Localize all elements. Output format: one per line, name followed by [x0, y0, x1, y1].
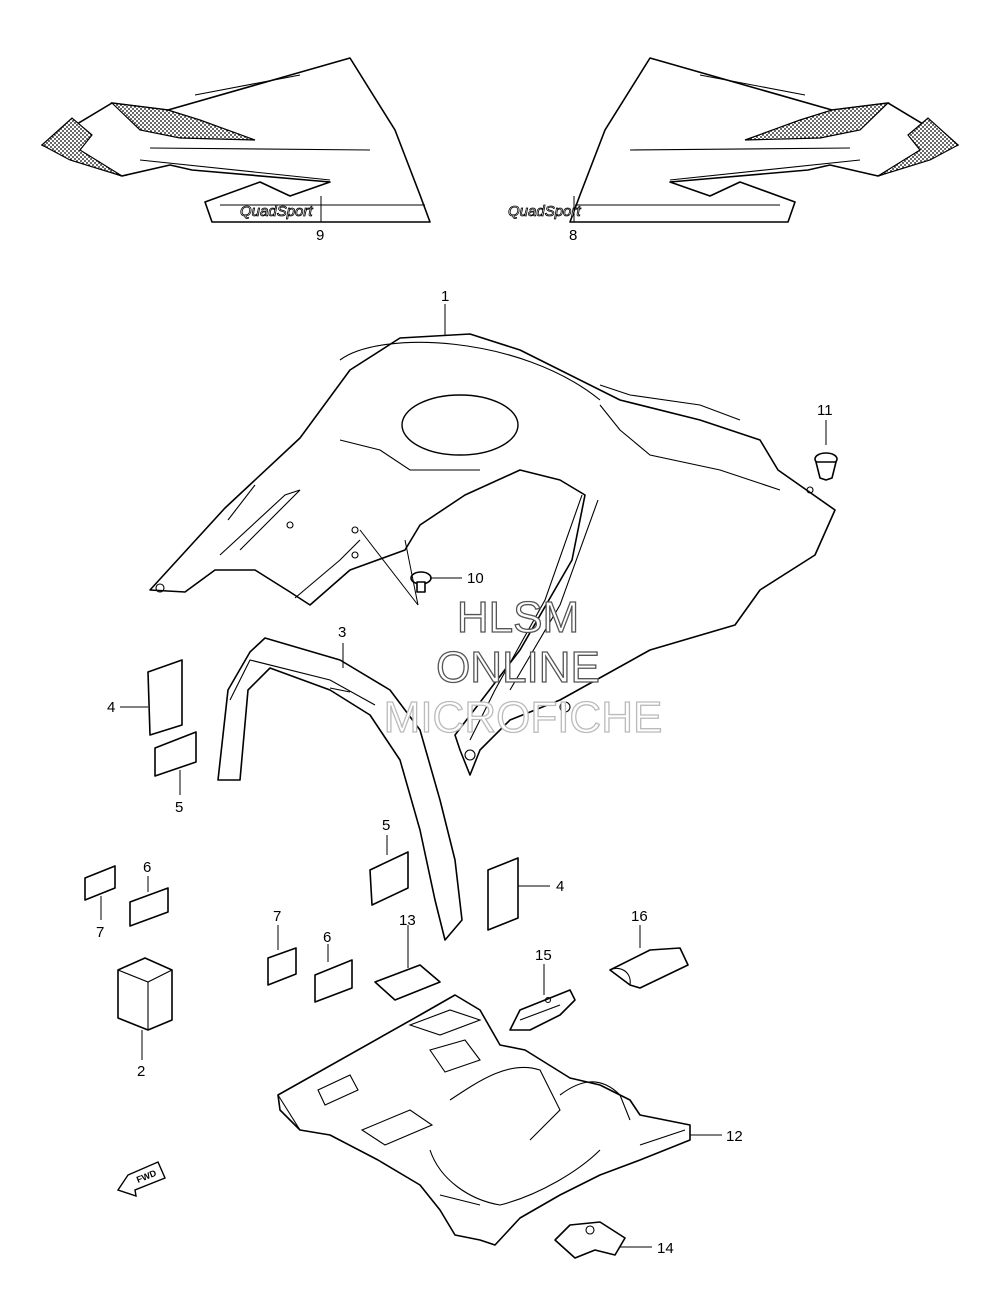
callout-5-left: 5: [175, 799, 183, 816]
cover-part-14: [554, 1221, 626, 1259]
band-part-3: [217, 637, 463, 941]
rear-fender-part-1: [149, 333, 836, 776]
block-part-2: [117, 957, 173, 1031]
decal-left-text: QuadSport: [240, 203, 313, 220]
push-rivet-part-11: [814, 452, 838, 481]
callout-6-mid: 6: [323, 929, 331, 946]
callout-4-right: 4: [556, 878, 564, 895]
callout-8: 8: [569, 227, 577, 244]
watermark: HLSM ONLINE MICROFICHE: [383, 592, 663, 742]
callout-10: 10: [467, 570, 484, 587]
callout-13: 13: [399, 912, 416, 929]
callout-labels: 1 2 3 4 4 5 5 6 6 7 7 8 9 10 11 12 13 14…: [96, 227, 833, 1257]
callout-12: 12: [726, 1128, 743, 1145]
callout-14: 14: [657, 1240, 674, 1257]
decal-left-part-9: QuadSport: [40, 57, 431, 223]
callout-6-left: 6: [143, 859, 151, 876]
pad-part-7-left: [84, 865, 116, 901]
callout-2: 2: [137, 1063, 145, 1080]
floor-mat-part-12: [277, 994, 691, 1246]
pad-part-7-mid: [267, 947, 297, 986]
callout-16: 16: [631, 908, 648, 925]
callout-7-mid: 7: [273, 908, 281, 925]
callout-5-mid: 5: [382, 817, 390, 834]
callout-9: 9: [316, 227, 324, 244]
pad-part-6-mid: [314, 959, 353, 1003]
pad-part-4-left: [147, 659, 183, 736]
pad-part-13: [374, 964, 441, 1001]
pad-part-5-mid: [369, 851, 409, 906]
clip-part-10: [410, 571, 432, 593]
watermark-line-1: HLSM: [457, 593, 579, 642]
callout-11: 11: [817, 402, 833, 419]
watermark-line-2: ONLINE: [436, 643, 600, 692]
callout-3: 3: [338, 624, 346, 641]
decal-right-text: QuadSport: [508, 203, 581, 220]
callout-7-left: 7: [96, 924, 104, 941]
decal-right-part-8: QuadSport: [508, 57, 960, 223]
bracket-part-15: [509, 989, 576, 1031]
cover-part-16: [609, 947, 689, 989]
watermark-line-3: MICROFICHE: [384, 693, 663, 742]
callout-1: 1: [441, 288, 449, 305]
callout-4-left: 4: [107, 699, 115, 716]
pad-part-6-left: [129, 887, 169, 927]
pad-part-5-left: [154, 731, 197, 777]
leader-lines: [100, 196, 827, 1248]
fwd-arrow-icon: FWD: [116, 1161, 166, 1198]
pad-part-4-right: [487, 857, 519, 931]
callout-15: 15: [535, 947, 552, 964]
